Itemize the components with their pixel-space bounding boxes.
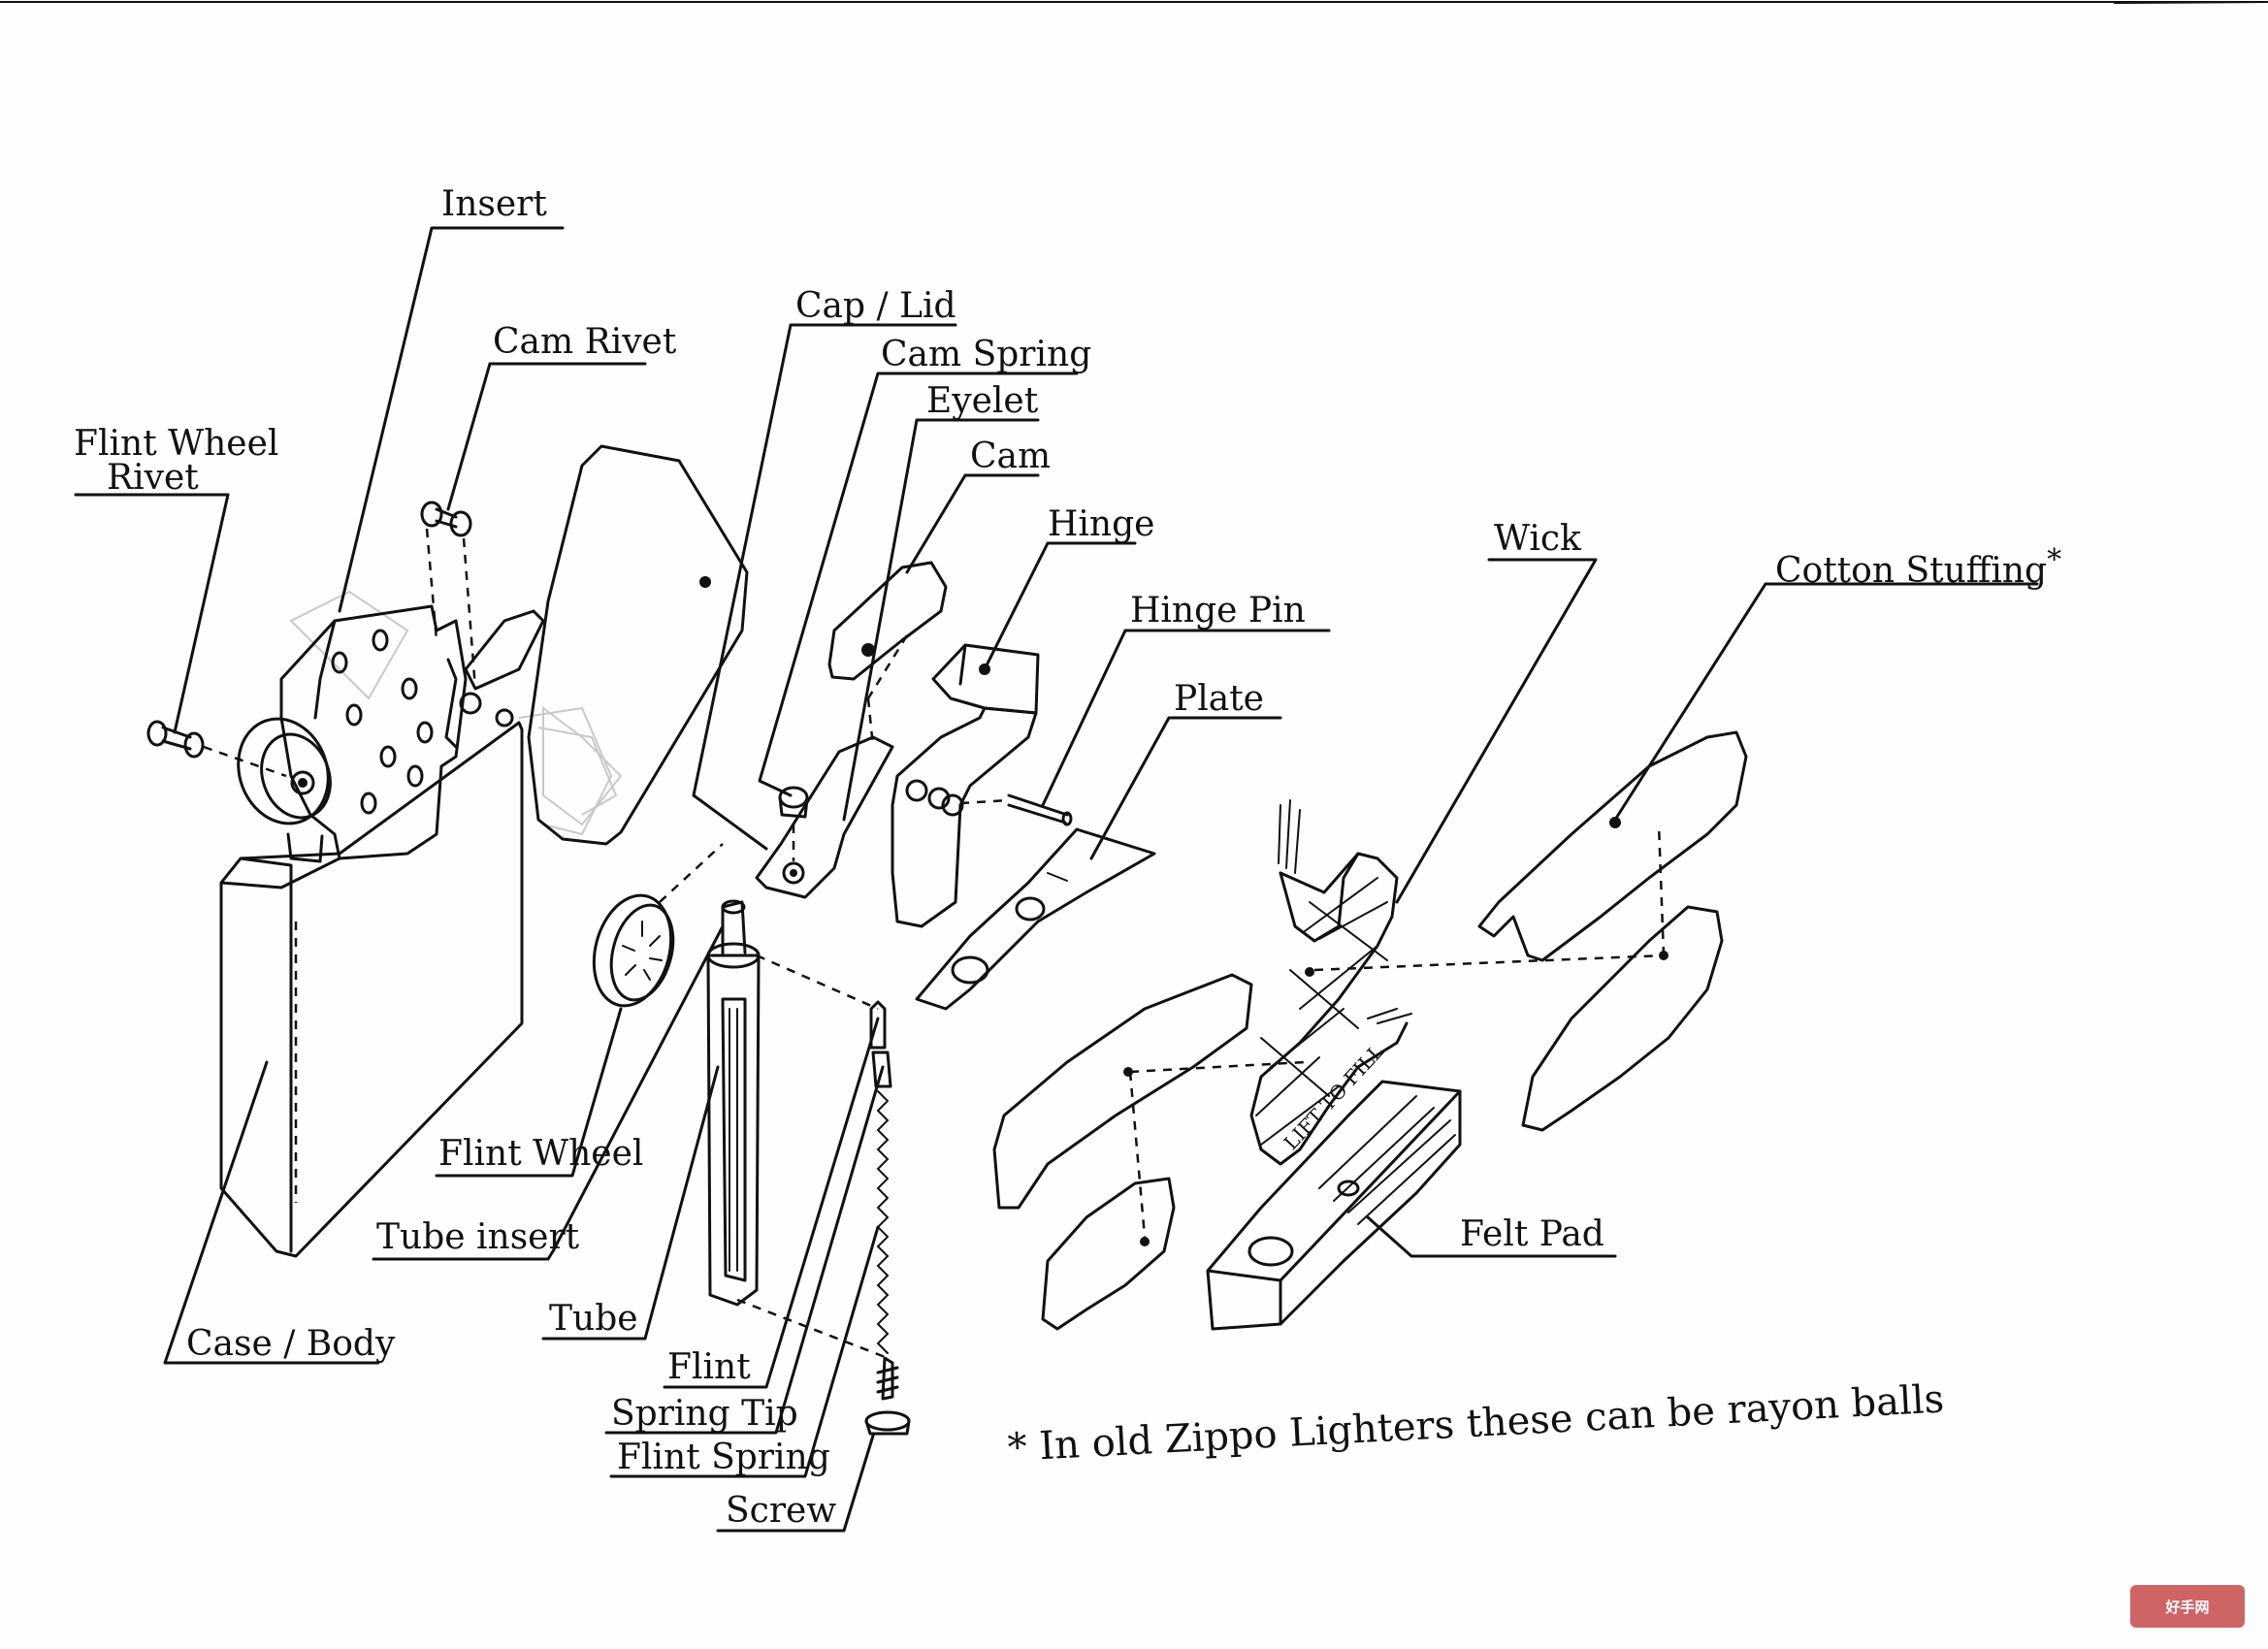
flint-spring-part <box>869 1000 892 1354</box>
label-cap-lid: Cap / Lid <box>795 286 956 326</box>
label-insert: Insert <box>441 184 547 224</box>
cam-spring-part <box>755 697 894 899</box>
plate-part <box>915 827 1156 1011</box>
hinge-pin-part <box>959 793 1073 826</box>
label-hinge: Hinge <box>1048 504 1155 544</box>
label-spring-tip: Spring Tip <box>611 1394 798 1434</box>
wick-part <box>1249 799 1412 1166</box>
felt-pad-printing <box>1318 1095 1456 1225</box>
label-cam-rivet: Cam Rivet <box>493 322 677 362</box>
label-wick: Wick <box>1494 519 1581 559</box>
label-flint-wheel-rivet-1: Flint Wheel <box>74 424 279 464</box>
label-flint: Flint <box>667 1347 751 1387</box>
watermark-logo: 好手网 <box>2130 1585 2245 1628</box>
cam-part <box>827 561 948 699</box>
label-tube-insert: Tube insert <box>376 1217 580 1257</box>
label-cotton-stuffing: Cotton Stuffing* <box>1775 546 2061 589</box>
screw-part <box>864 1356 911 1436</box>
page-edge-right <box>2114 1 2268 4</box>
felt-pad-part <box>1206 1080 1462 1331</box>
label-cam-spring: Cam Spring <box>881 335 1092 374</box>
label-flint-wheel: Flint Wheel <box>438 1134 644 1174</box>
label-hinge-pin: Hinge Pin <box>1130 591 1306 630</box>
label-eyelet: Eyelet <box>926 381 1039 421</box>
insert <box>279 604 613 860</box>
tube-part <box>706 899 889 1360</box>
label-cotton-stuffing-asterisk: * <box>2047 543 2062 577</box>
flint-wheel-mounted <box>237 717 332 863</box>
label-case-body: Case / Body <box>186 1324 396 1364</box>
label-flint-wheel-rivet-2: Rivet <box>107 458 199 498</box>
cap-lid <box>527 444 749 846</box>
label-screw: Screw <box>726 1491 837 1531</box>
cam-rivet-part <box>420 501 477 690</box>
label-cam: Cam <box>970 436 1052 476</box>
flint-wheel-rivet-part <box>146 720 287 778</box>
label-tube: Tube <box>549 1299 638 1339</box>
label-plate: Plate <box>1174 679 1264 719</box>
hinge-part <box>891 643 1040 928</box>
flint-wheel-loose <box>592 843 724 1008</box>
cotton-stuffing-part <box>992 730 1748 1331</box>
label-cotton-stuffing-text: Cotton Stuffing <box>1775 551 2048 591</box>
leader-lines <box>74 226 2039 1533</box>
label-flint-spring: Flint Spring <box>617 1438 830 1477</box>
label-felt-pad: Felt Pad <box>1460 1214 1604 1254</box>
